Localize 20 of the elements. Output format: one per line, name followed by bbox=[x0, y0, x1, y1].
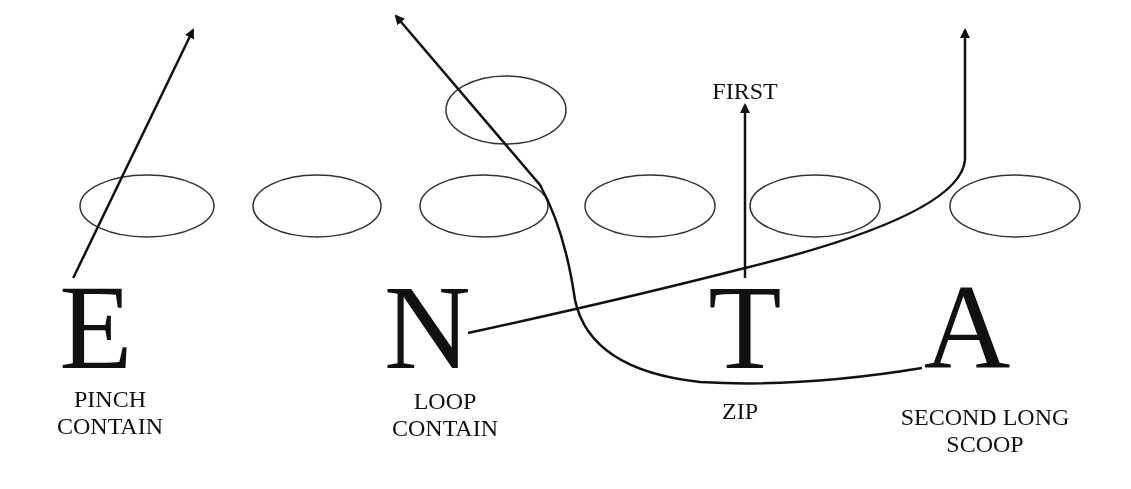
player-letter: A bbox=[922, 278, 1012, 378]
player-letter: N bbox=[384, 278, 468, 378]
player-ellipse bbox=[252, 174, 382, 238]
player-ellipse bbox=[79, 174, 215, 238]
route-arrow bbox=[394, 14, 923, 385]
player-ellipse bbox=[749, 174, 881, 238]
play-label: FIRST bbox=[695, 78, 795, 105]
player-letter: T bbox=[705, 278, 785, 378]
assignment-label: ZIP bbox=[721, 398, 759, 425]
route-arrow bbox=[72, 28, 195, 279]
assignment-label: LOOP CONTAIN bbox=[390, 388, 500, 442]
player-ellipse bbox=[949, 174, 1081, 238]
assignment-label: SECOND LONG SCOOP bbox=[899, 404, 1071, 458]
player-letter: E bbox=[58, 278, 134, 378]
player-ellipse bbox=[584, 174, 716, 238]
player-ellipse bbox=[419, 174, 549, 238]
player-ellipse bbox=[445, 75, 567, 145]
route-arrow bbox=[467, 28, 970, 335]
assignment-label: PINCH CONTAIN bbox=[55, 386, 165, 440]
route-arrow bbox=[740, 103, 750, 278]
